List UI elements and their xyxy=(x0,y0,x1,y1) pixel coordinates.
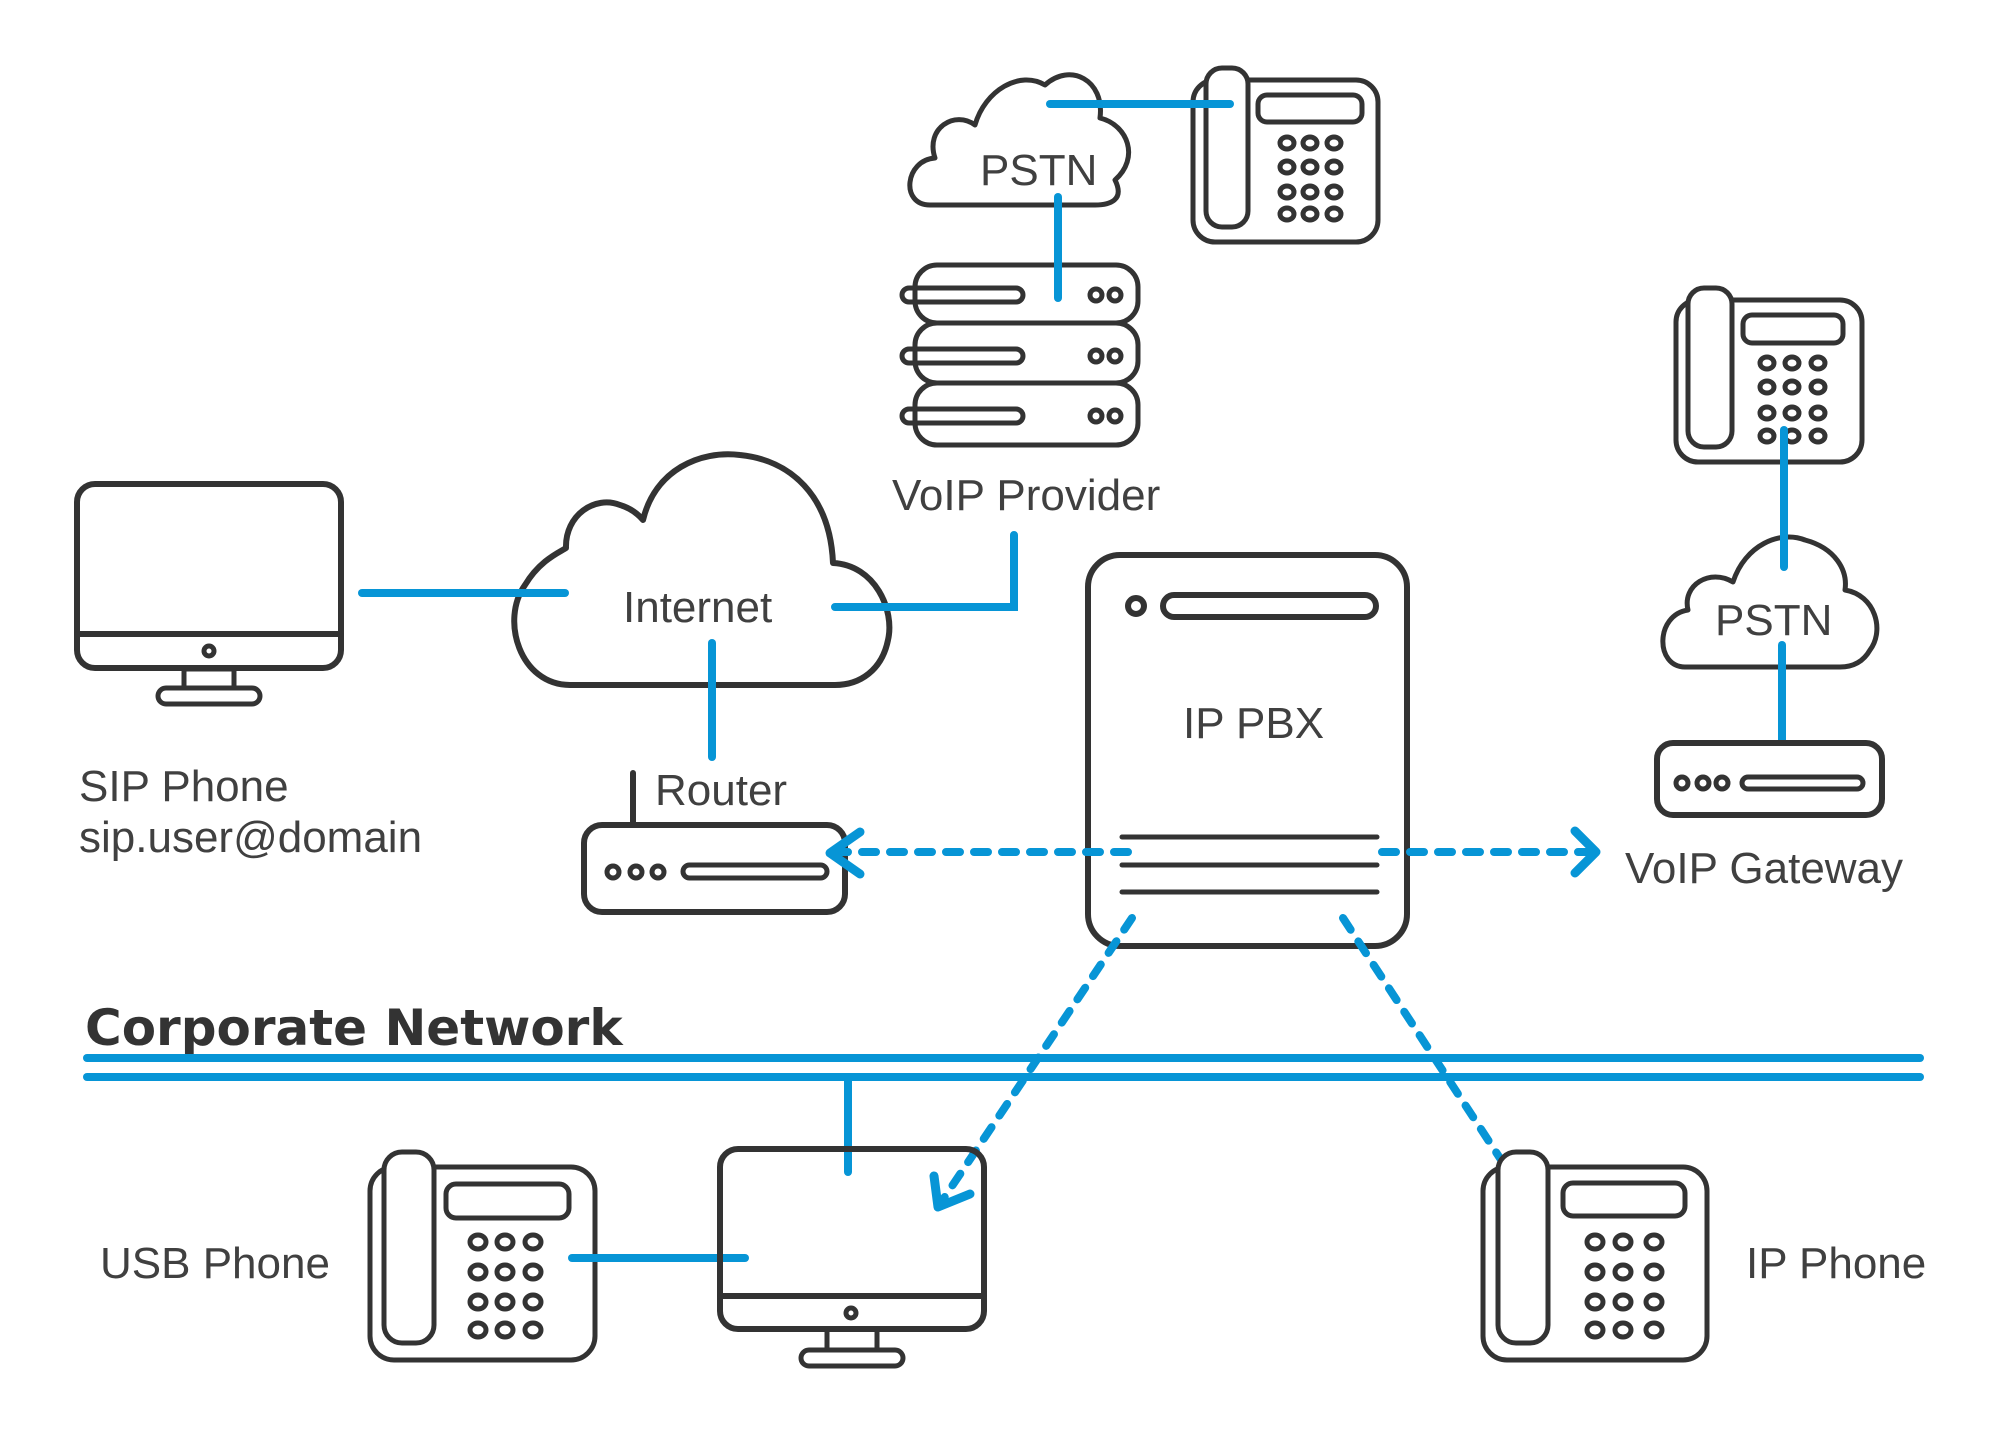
internet-label: Internet xyxy=(623,583,772,632)
router-label: Router xyxy=(655,766,787,815)
ip-pbx-node: IP PBX xyxy=(1085,552,1410,949)
sip-phone-label: SIP Phone xyxy=(79,762,289,811)
voip-gateway-node: VoIP Gateway xyxy=(1625,740,1903,893)
ip-phone-node: IP Phone xyxy=(1480,1149,1926,1363)
pbx-server-icon xyxy=(1085,552,1410,949)
arrow-icon xyxy=(929,1171,975,1212)
pstn-top-label: PSTN xyxy=(980,146,1097,195)
gateway-icon xyxy=(1654,740,1885,818)
desk-phone-icon xyxy=(1190,65,1381,245)
pstn-top-node: PSTN xyxy=(907,72,1132,208)
usb-phone-label: USB Phone xyxy=(100,1239,330,1288)
voip-provider-label: VoIP Provider xyxy=(892,471,1160,520)
sip-phone-node: SIP Phone sip.user@domain xyxy=(74,481,422,862)
server-stack-icon xyxy=(899,262,1141,448)
pstn-top-phone xyxy=(1190,65,1381,245)
cloud-icon xyxy=(511,451,893,688)
ip-pbx-label: IP PBX xyxy=(1183,699,1324,748)
cloud-icon xyxy=(1660,534,1880,670)
usb-phone-node: USB Phone xyxy=(100,1149,598,1363)
corporate-network-title: Corporate Network xyxy=(85,999,624,1057)
monitor-icon xyxy=(717,1146,987,1369)
sip-address-label: sip.user@domain xyxy=(79,813,422,862)
link-pbx-to-router xyxy=(825,827,1132,879)
voip-provider-node: VoIP Provider xyxy=(892,262,1160,520)
arrow-icon xyxy=(825,827,865,879)
pstn-right-node: PSTN xyxy=(1660,534,1880,670)
link-internet-to-provider xyxy=(831,531,1018,611)
pstn-right-phone xyxy=(1673,285,1865,465)
desk-phone-icon xyxy=(1480,1149,1710,1363)
desk-phone-icon xyxy=(367,1149,598,1363)
link-pbx-to-corporate-pc xyxy=(929,914,1136,1212)
arrow-icon xyxy=(1570,826,1601,878)
voip-gateway-label: VoIP Gateway xyxy=(1625,844,1903,893)
ip-phone-label: IP Phone xyxy=(1746,1239,1926,1288)
link-pbx-to-gateway xyxy=(1378,826,1601,878)
monitor-icon xyxy=(74,481,344,707)
router-node: Router xyxy=(581,766,848,915)
desk-phone-icon xyxy=(1673,285,1865,465)
internet-node: Internet xyxy=(511,451,893,688)
corporate-pc-node xyxy=(717,1146,987,1369)
pstn-right-label: PSTN xyxy=(1715,596,1832,645)
